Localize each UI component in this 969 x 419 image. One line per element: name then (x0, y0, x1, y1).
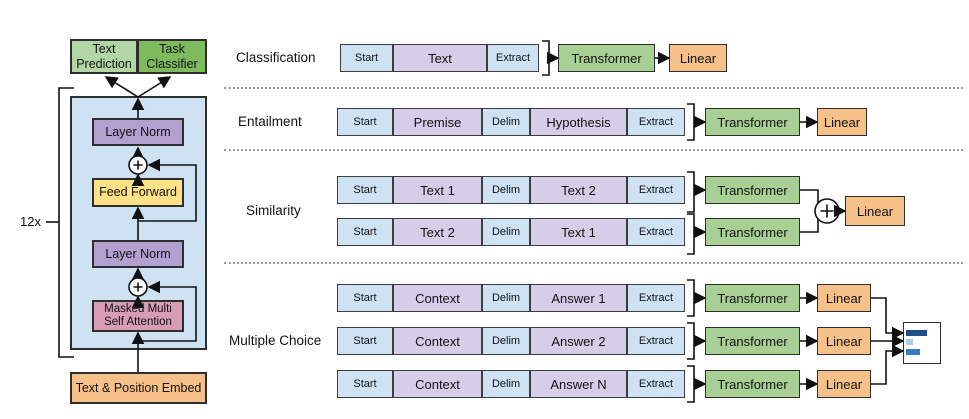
distribution-bar-3 (906, 349, 920, 355)
sequence-bracket (687, 365, 695, 403)
transformer-box: Transformer (705, 370, 800, 398)
token-cell-delim: Delim (482, 108, 530, 136)
text-prediction-box: Text Prediction (70, 39, 138, 74)
token-cell-extract: Extract (627, 108, 685, 136)
token-cell-answerN: Answer N (530, 370, 627, 398)
token-cell-delim: Delim (482, 284, 530, 312)
layer-norm-top-box: Layer Norm (92, 118, 184, 146)
token-cell-text2: Text 2 (393, 218, 482, 246)
token-cell-extract: Extract (627, 370, 685, 398)
token-cell-text: Text (393, 44, 487, 72)
linear-box: Linear (669, 44, 727, 72)
task-classifier-box: Task Classifier (137, 39, 207, 74)
distribution-bar-2 (906, 339, 913, 345)
transformer-box: Transformer (705, 176, 800, 204)
answer-distribution-box (903, 322, 941, 364)
linear-box: Linear (845, 196, 905, 226)
distribution-bar-1 (906, 330, 927, 336)
separator-dotted-1 (224, 87, 963, 89)
task-label-classification: Classification (236, 50, 316, 65)
embedding-box: Text & Position Embed (70, 372, 207, 404)
token-cell-context: Context (393, 370, 482, 398)
token-cell-premise: Premise (393, 108, 482, 136)
token-cell-answer2: Answer 2 (530, 327, 627, 355)
sequence-bracket (687, 171, 695, 213)
token-cell-answer1: Answer 1 (530, 284, 627, 312)
transformer-box: Transformer (705, 327, 800, 355)
token-cell-delim: Delim (482, 176, 530, 204)
token-cell-start: Start (337, 327, 393, 355)
repeat-12x-label: 12x (20, 214, 41, 229)
token-cell-text1: Text 1 (530, 218, 627, 246)
arrow-to-task-classifier (137, 76, 172, 98)
sequence-bracket (687, 213, 695, 255)
token-cell-start: Start (337, 176, 393, 204)
token-cell-extract: Extract (627, 284, 685, 312)
token-cell-delim: Delim (482, 370, 530, 398)
add-icon (814, 198, 840, 224)
token-cell-extract: Extract (627, 218, 685, 246)
transformer-box: Transformer (558, 44, 655, 72)
separator-dotted-3 (224, 262, 963, 264)
linear-box: Linear (817, 370, 871, 398)
linear-box: Linear (817, 108, 867, 136)
task-label-multiple-choice: Multiple Choice (229, 333, 322, 348)
token-cell-start: Start (337, 218, 393, 246)
token-cell-extract: Extract (487, 44, 539, 72)
token-cell-context: Context (393, 327, 482, 355)
token-cell-text1: Text 1 (393, 176, 482, 204)
task-label-similarity: Similarity (246, 203, 301, 218)
token-cell-delim: Delim (482, 218, 530, 246)
token-cell-extract: Extract (627, 176, 685, 204)
token-cell-text2: Text 2 (530, 176, 627, 204)
token-cell-context: Context (393, 284, 482, 312)
token-cell-delim: Delim (482, 327, 530, 355)
layer-norm-bottom-box: Layer Norm (92, 240, 184, 268)
line-transformer-to-add (800, 189, 819, 203)
masked-attention-box: Masked Multi Self Attention (92, 300, 184, 332)
transformer-box: Transformer (705, 108, 800, 136)
sequence-bracket (687, 279, 695, 317)
arrow-to-text-prediction (104, 76, 139, 98)
sequence-bracket (687, 103, 695, 141)
token-cell-hypothesis: Hypothesis (530, 108, 627, 136)
transformer-box: Transformer (705, 218, 800, 246)
task-label-entailment: Entailment (238, 114, 302, 129)
line-transformer-to-add (800, 219, 819, 233)
sequence-bracket (687, 322, 695, 360)
token-cell-extract: Extract (627, 327, 685, 355)
separator-dotted-2 (224, 149, 963, 151)
token-cell-start: Start (340, 44, 393, 72)
token-cell-start: Start (337, 284, 393, 312)
token-cell-start: Start (337, 370, 393, 398)
feed-forward-box: Feed Forward (92, 178, 184, 207)
linear-box: Linear (817, 284, 871, 312)
sequence-bracket (542, 40, 550, 76)
linear-box: Linear (817, 327, 871, 355)
transformer-box: Transformer (705, 284, 800, 312)
arrow-linear-to-distribution (871, 344, 905, 385)
arrow-linear-to-distribution (871, 297, 905, 340)
token-cell-start: Start (337, 108, 393, 136)
